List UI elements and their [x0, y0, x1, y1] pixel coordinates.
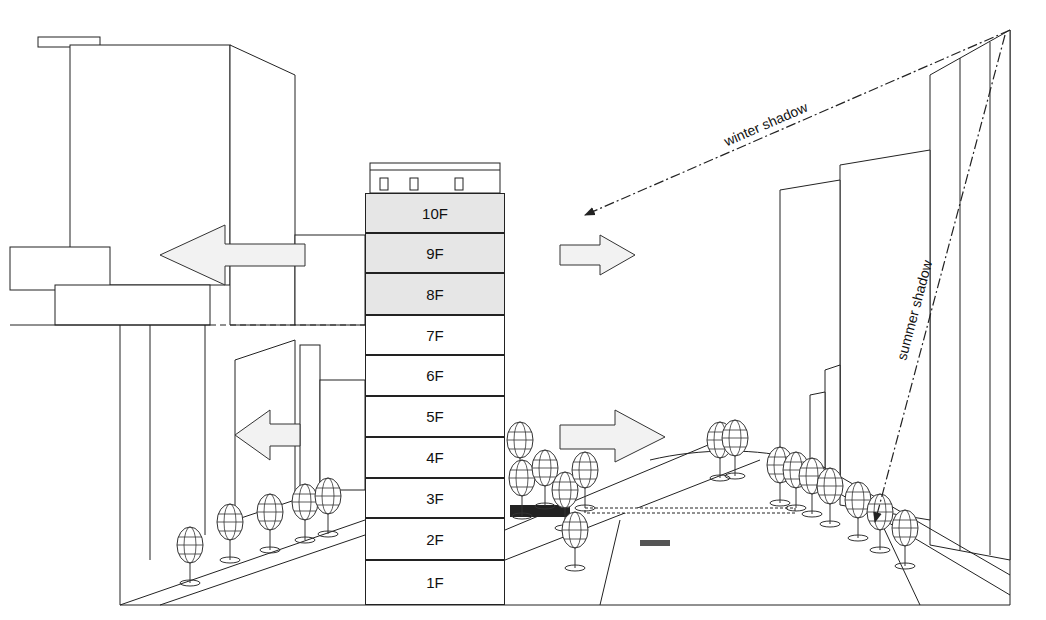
floor-box: 1F — [365, 560, 505, 605]
scene-frame — [120, 30, 1010, 605]
floor-label: 6F — [426, 367, 444, 384]
floor-label: 3F — [426, 490, 444, 507]
floor-label: 5F — [426, 408, 444, 425]
floor-label: 2F — [426, 531, 444, 548]
floor-label: 1F — [426, 574, 444, 591]
floor-box: 10F — [365, 193, 505, 233]
road-marking — [640, 540, 670, 546]
floor-label: 10F — [422, 205, 448, 222]
floor-box: 7F — [365, 315, 505, 355]
street-ground — [505, 440, 1010, 605]
floor-box: 3F — [365, 478, 505, 518]
left-buildings — [10, 37, 365, 560]
right-buildings — [780, 30, 1010, 560]
floor-label: 9F — [426, 245, 444, 262]
floor-box: 2F — [365, 518, 505, 560]
floor-box: 6F — [365, 355, 505, 396]
crosswalk — [585, 508, 795, 513]
shadow-label: summer shadow — [893, 258, 935, 361]
shadow-label: winter shadow — [722, 99, 810, 149]
winter-shadow-line — [585, 30, 1010, 215]
floor-label: 4F — [426, 449, 444, 466]
floor-label: 7F — [426, 327, 444, 344]
floor-box: 8F — [365, 273, 505, 315]
rooftop-structure — [370, 163, 500, 193]
floor-box: 5F — [365, 396, 505, 437]
floor-label: 8F — [426, 286, 444, 303]
floor-box: 9F — [365, 233, 505, 273]
floor-box: 4F — [365, 437, 505, 478]
summer-shadow-line — [875, 35, 1005, 522]
block-arrows — [160, 225, 665, 462]
